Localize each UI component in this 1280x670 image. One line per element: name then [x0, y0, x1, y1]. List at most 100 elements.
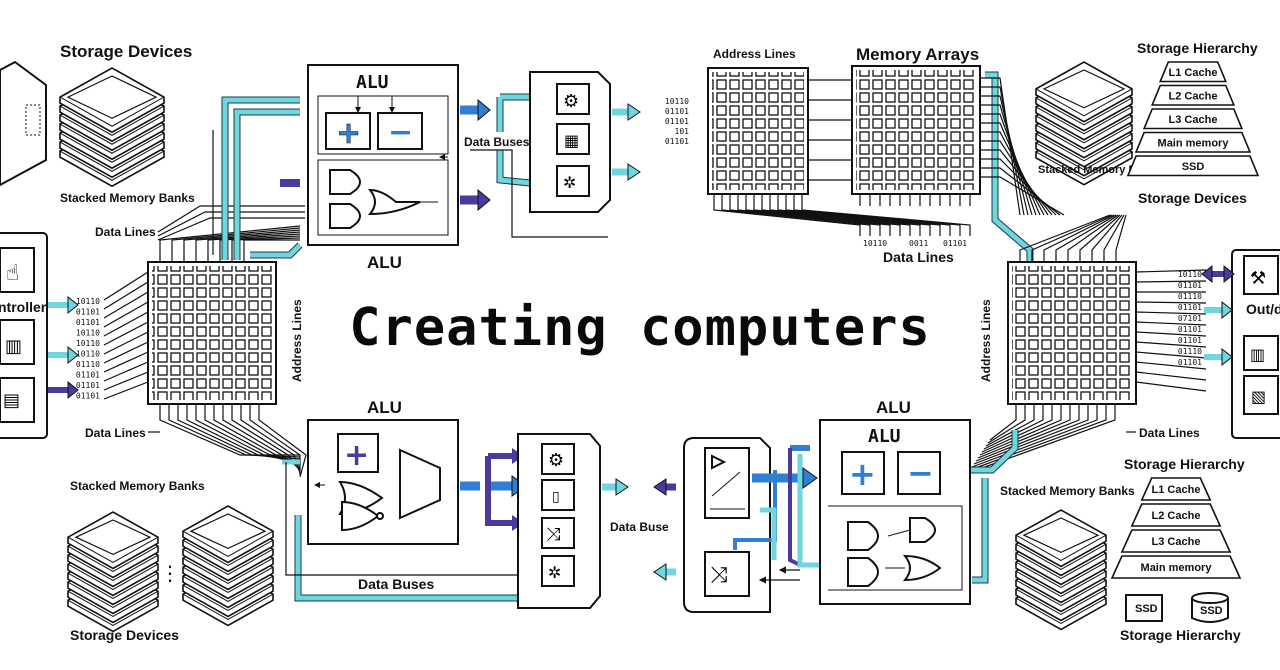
data-line-wire [157, 217, 305, 241]
bits-mid-c: 01101 [943, 239, 967, 248]
storage-hierarchy-label-br-bottom: Storage Hierarchy [1120, 627, 1241, 643]
gear-icon: ⚙ [563, 91, 579, 112]
memory-grid-right [1007, 261, 1137, 405]
subtract-unit [377, 112, 423, 150]
alu-bottom-left: + [307, 419, 459, 545]
data-buse-label: Data Buse [610, 520, 669, 534]
ssd-drive-b: SSD [1191, 592, 1229, 623]
storage-devices-label-bl: Storage Devices [70, 627, 179, 643]
film-icon: ▧ [1251, 387, 1266, 406]
stacked-banks-label-tl: Stacked Memory Banks [60, 191, 195, 205]
bit-string: 01101 [665, 117, 689, 126]
memory-stack-icon [67, 511, 159, 633]
hierarchy-level: L1 Cache [1169, 67, 1218, 79]
bit-string: 01110 [1178, 347, 1202, 356]
bit-string: 01110 [76, 360, 100, 369]
data-line-wire [157, 205, 305, 233]
alu-top: ALU + − [307, 64, 459, 246]
or-gate-icon [902, 554, 942, 582]
memory-stack-icon [1035, 61, 1133, 186]
grid-wires-top [713, 77, 1065, 236]
bit-string: 01101 [665, 137, 689, 146]
data-lines-label-right: Data Lines [1139, 426, 1200, 440]
hierarchy-level: Main memory [1141, 562, 1213, 574]
and-gate-icon [329, 203, 361, 229]
address-lines-label-left: Address Lines [290, 299, 304, 382]
page-title: Creating computers [349, 298, 931, 358]
bit-string: 10110 [665, 97, 689, 106]
add-unit [337, 433, 379, 473]
minus-icon: − [388, 115, 413, 150]
bit-string: 01110 [1178, 292, 1202, 301]
server-box-icon [0, 60, 47, 187]
alu-bottom-right: ALU + − [819, 419, 971, 605]
and-gate-icon [847, 557, 879, 587]
data-lines-label-mid: Data Lines [883, 249, 954, 265]
hierarchy-level: SSD [1182, 161, 1205, 173]
factory-icon: ▥ [1250, 345, 1265, 364]
output-label: Out/d [1246, 301, 1280, 317]
data-buses-label-top: Data Buses [464, 135, 530, 149]
drive-icon: ▤ [3, 390, 20, 411]
output-panel: ⚒ ▥ ▧ [1231, 249, 1280, 439]
bit-string: 10110 [76, 297, 100, 306]
memory-grid-left [147, 261, 277, 405]
bit-string: 01101 [76, 318, 100, 327]
bit-string: 01101 [76, 371, 100, 380]
ssd-drive-a: SSD [1125, 594, 1163, 622]
memory-array-a [707, 67, 809, 195]
shuffle-icon: ⤨ [546, 524, 560, 545]
bit-string: 10110 [76, 350, 100, 359]
control-unit-panel: ⤨ [683, 437, 771, 613]
bit-stream-right: 1011001101011100110107101011010110101110… [1178, 270, 1202, 367]
ssd-label-a: SSD [1135, 603, 1158, 615]
shuffle-icon: ⤨ [710, 563, 728, 588]
bit-string: 10110 [76, 329, 100, 338]
chip-icon: ▯ [552, 489, 560, 505]
bits-mid-b: 0011 [909, 239, 928, 248]
controller-panel: ☝ ▥ ▤ [0, 232, 48, 439]
ssd-label-b: SSD [1200, 605, 1223, 617]
data-lines-label-bl: Data Lines [85, 426, 146, 440]
peripheral-panel-top: ⚙ ▦ ✲ [529, 71, 611, 213]
bits-mid-a: 10110 [863, 239, 887, 248]
gear-icon: ⚙ [548, 450, 564, 471]
bit-string: 01101 [1178, 325, 1202, 334]
hierarchy-level: L3 Cache [1169, 114, 1218, 126]
bit-string: 01101 [665, 107, 689, 116]
alu-br-title: ALU [868, 426, 901, 447]
subtract-unit [897, 451, 941, 495]
bit-string: 10110 [1178, 270, 1202, 279]
bus-cyan [985, 72, 1033, 270]
and-gate-icon [847, 521, 879, 551]
mux-icon [399, 448, 441, 520]
bit-string: 01101 [76, 392, 100, 401]
data-buses-label-bl: Data Buses [358, 576, 434, 592]
hierarchy-level: L3 Cache [1152, 536, 1201, 548]
peripheral-panel-bottom: ⚙ ▯ ⤨ ✲ [517, 433, 601, 609]
plus-icon: + [336, 116, 361, 151]
memory-stack-icon [1015, 509, 1107, 631]
alu-bl-caption: ALU [367, 398, 402, 417]
alu-top-caption: ALU [367, 253, 402, 272]
add-unit [841, 451, 885, 495]
address-lines-label-top: Address Lines [713, 47, 796, 61]
data-line-wire [157, 211, 305, 237]
process-icon: ✲ [563, 173, 576, 192]
hierarchy-level: L1 Cache [1152, 484, 1201, 496]
add-unit [325, 112, 371, 150]
and-gate-icon [329, 169, 361, 195]
process-icon: ✲ [548, 563, 561, 582]
hierarchy-level: L2 Cache [1169, 90, 1218, 102]
memory-stack-icon [59, 67, 165, 188]
alu-top-title: ALU [356, 72, 389, 93]
controller-label: ntroller [0, 299, 47, 315]
bit-string: 01101 [1178, 303, 1202, 312]
bit-string: 10110 [76, 339, 100, 348]
stacked-banks-label-bl: Stacked Memory Banks [70, 479, 205, 493]
ellipsis-icon: ⋮ [160, 561, 180, 585]
hierarchy-level: Main memory [1158, 137, 1230, 149]
